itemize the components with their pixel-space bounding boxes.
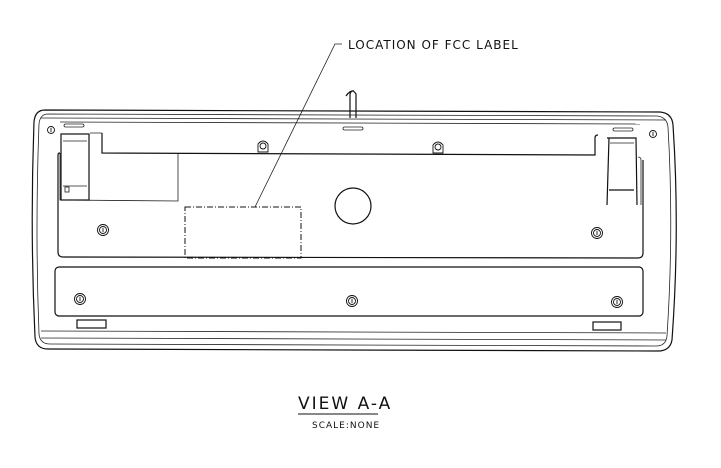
battery-door-left bbox=[60, 133, 90, 201]
screw-icon bbox=[74, 293, 86, 305]
screw-icon bbox=[47, 126, 55, 134]
lower-panel bbox=[54, 266, 644, 317]
slot bbox=[612, 127, 634, 132]
panel-top-line bbox=[59, 121, 641, 125]
door-edge bbox=[637, 156, 642, 205]
latch bbox=[64, 186, 70, 193]
slot bbox=[342, 126, 364, 131]
screw-icon bbox=[649, 130, 657, 138]
screw-icon bbox=[611, 296, 623, 308]
cable bbox=[345, 90, 357, 118]
slot bbox=[63, 123, 85, 128]
scale-note: SCALE:NONE bbox=[312, 421, 381, 431]
screw-icon bbox=[432, 141, 444, 154]
foot-left bbox=[76, 319, 107, 329]
screw-icon bbox=[97, 224, 109, 236]
top-edge-line bbox=[40, 117, 667, 121]
callout-leader bbox=[254, 43, 342, 208]
screw-icon bbox=[591, 227, 603, 239]
foot-right bbox=[592, 321, 622, 331]
case-outline bbox=[31, 109, 677, 352]
upper-panel bbox=[57, 133, 644, 259]
center-hole bbox=[334, 187, 372, 225]
callout-text: LOCATION OF FCC LABEL bbox=[348, 38, 519, 52]
case-inner-outline bbox=[36, 113, 672, 347]
recess bbox=[59, 132, 179, 202]
view-title: VIEW A-A bbox=[298, 394, 393, 414]
screw-icons bbox=[47, 126, 657, 308]
screw-icon bbox=[257, 140, 269, 153]
battery-door-right bbox=[606, 137, 638, 206]
bottom-edge-line bbox=[40, 330, 667, 334]
screw-icon bbox=[346, 295, 358, 307]
fcc-label-area bbox=[184, 206, 302, 259]
bottom-edge-line bbox=[40, 337, 667, 341]
